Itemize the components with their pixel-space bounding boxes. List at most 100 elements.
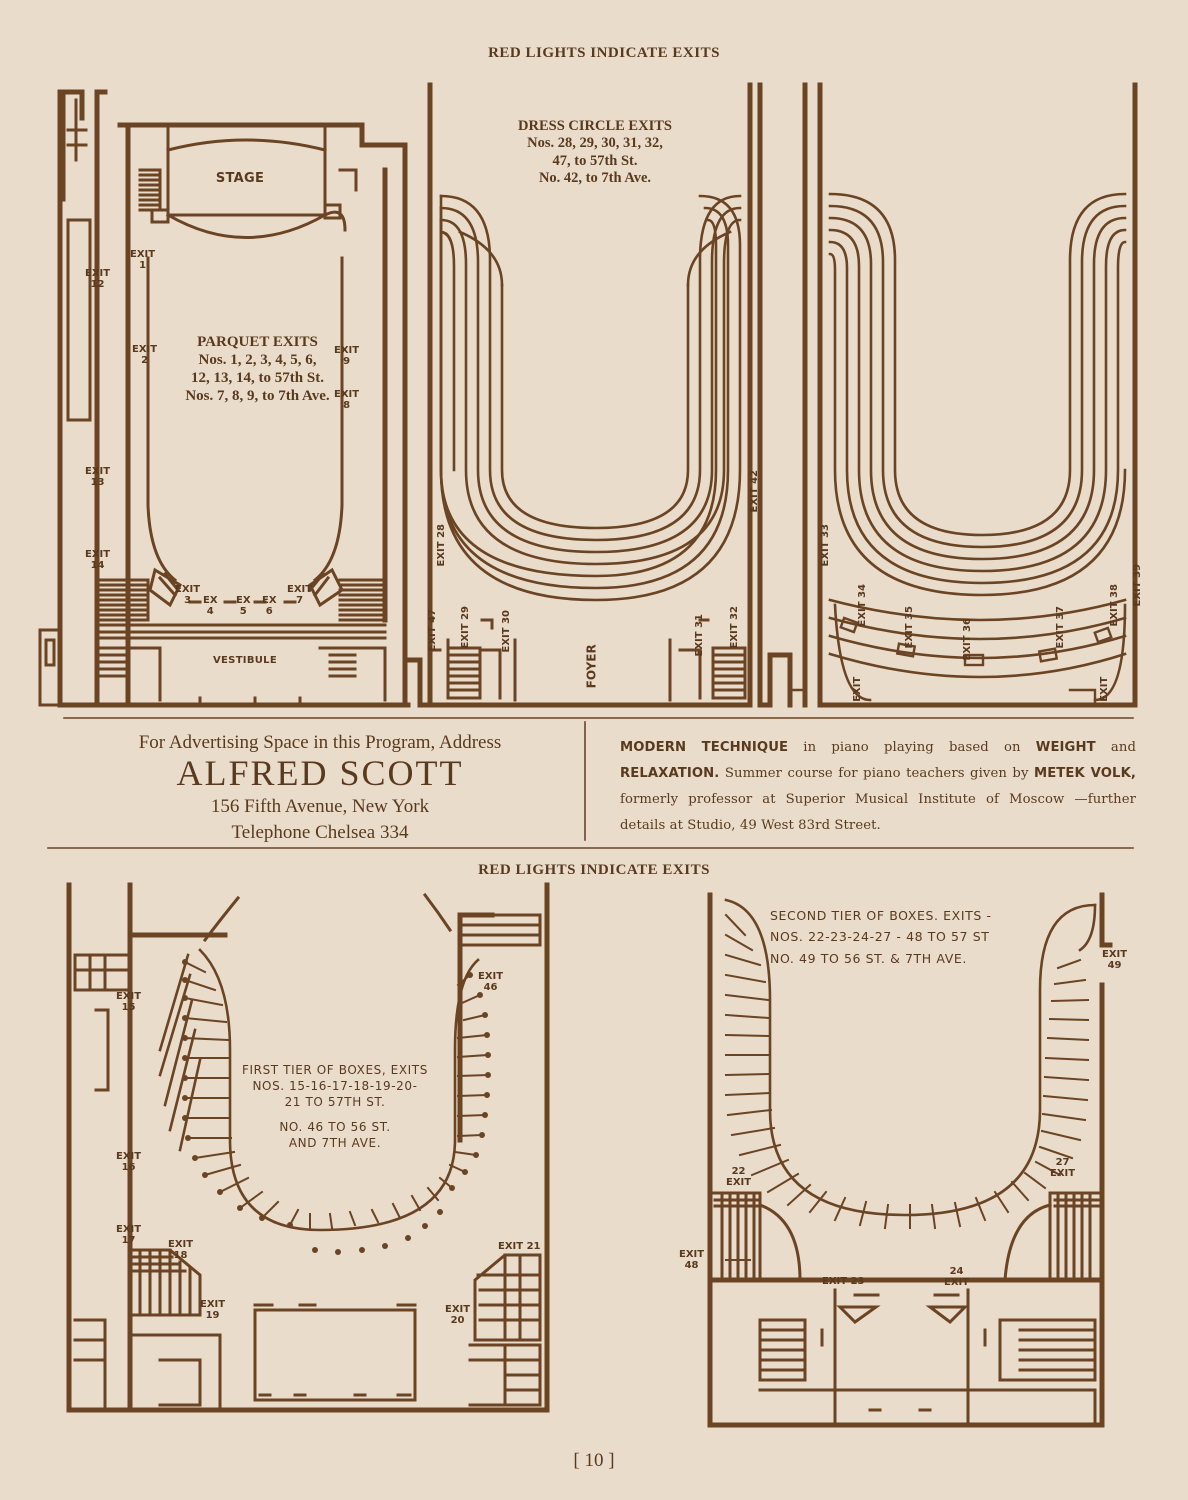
exit-32-label: EXIT 32 [728, 606, 740, 649]
first-tier-line5: AND 7TH AVE. [288, 1135, 382, 1150]
dress-circle-exits-line2: 47, to 57th St. [552, 152, 638, 169]
parquet-exits-line3: Nos. 7, 8, 9, to 7th Ave. [185, 388, 330, 404]
exit-48-label: EXIT 48 [679, 1249, 705, 1271]
exit-28-label: EXIT 28 [435, 524, 447, 567]
exit-6-label: EX 6 [262, 595, 277, 617]
advert-right-text1: in piano playing based on [788, 740, 1036, 755]
second-tier-exits-text: SECOND TIER OF BOXES. EXITS - NOS. 22-23… [770, 905, 1040, 969]
exit-16-label: EXIT 16 [116, 1151, 142, 1173]
exit-29-label: EXIT 29 [459, 606, 471, 649]
page-number: [ 10 ] [573, 1450, 615, 1471]
exit-18-label: EXIT 18 [168, 1239, 194, 1261]
exit-14-label: EXIT 14 [85, 549, 111, 571]
exit-5-label: EX 5 [236, 595, 251, 617]
first-tier-box-dots [182, 959, 491, 1255]
exit-34-label: EXIT 34 [856, 584, 868, 627]
advert-metek-volk: MODERN TECHNIQUE in piano playing based … [620, 735, 1136, 840]
exit-42-label: EXIT 42 [748, 470, 760, 513]
advert-right-text2: and [1095, 740, 1136, 755]
dress-circle-walls [405, 82, 773, 708]
exit-7-label: EXIT 7 [287, 584, 313, 606]
exit-49-label: EXIT 49 [1102, 949, 1128, 971]
exit-36-label: EXIT 36 [961, 618, 973, 661]
exit-4-label: EX 4 [203, 595, 218, 617]
exit-30-label: EXIT 30 [500, 610, 512, 653]
advert-left-telephone: Telephone Chelsea 334 [231, 822, 409, 844]
advert-right-text3: Summer course for piano teachers given b… [719, 766, 1034, 782]
exit-33-label: EXIT 33 [819, 524, 831, 567]
advert-right-bold4: METEK VOLK, [1033, 766, 1136, 782]
dress-circle-exits-line1: Nos. 28, 29, 30, 31, 32, [527, 135, 663, 152]
second-tier-box-ticks [724, 913, 1090, 1261]
first-tier-stairs [73, 1248, 542, 1412]
exit-39-label: EXIT 39 [1131, 564, 1143, 607]
vestibule-block [38, 578, 387, 707]
foyer-label: FOYER [584, 644, 599, 689]
advert-right-bold3: RELAXATION. [620, 766, 720, 782]
dress-circle-exits-text: DRESS CIRCLE EXITS Nos. 28, 29, 30, 31, … [480, 118, 710, 188]
stage-label: STAGE [215, 171, 265, 186]
parquet-exit-ticks [126, 268, 387, 562]
exit-13-label: EXIT 13 [85, 466, 111, 488]
exit-46-label: EXIT 46 [478, 971, 504, 993]
exit-21-label: EXIT 21 [498, 1241, 541, 1252]
exit-17-label: EXIT 17 [116, 1224, 142, 1246]
exit-2-label: EXIT 2 [132, 344, 158, 366]
advert-right-bold2: WEIGHT [1035, 740, 1096, 755]
first-tier-box-ticks [183, 960, 490, 1230]
exit-27-label: 27 EXIT [1050, 1157, 1076, 1179]
exit-3-label: EXIT 3 [175, 584, 201, 606]
dress-circle-stairs [428, 618, 747, 702]
exit-8-label: EXIT 8 [334, 389, 360, 411]
advert-left-address: 156 Fifth Avenue, New York [210, 795, 430, 817]
top-header: RED LIGHTS INDICATE EXITS [488, 45, 720, 61]
first-tier-exits-text: FIRST TIER OF BOXES, EXITS NOS. 15-16-17… [240, 1062, 430, 1151]
exit-35-label: EXIT 35 [903, 606, 915, 649]
exit-37-label: EXIT 37 [1054, 606, 1066, 649]
stage-shape [150, 126, 347, 239]
advert-right-text4: formerly professor at Superior Musical I… [620, 792, 1136, 834]
first-tier-horseshoe [158, 948, 480, 1232]
advert-right-bold1: MODERN TECHNIQUE [620, 740, 789, 755]
advert-left-name: ALFRED SCOTT [176, 753, 464, 793]
exit-15-label: EXIT 15 [116, 991, 142, 1013]
exit-12-label: EXIT 12 [85, 268, 111, 290]
exit-19-label: EXIT 19 [200, 1299, 226, 1321]
exit-31-label: EXIT 31 [693, 614, 705, 657]
balcony-rows [828, 192, 1127, 702]
exit-1-label: EXIT 1 [130, 249, 156, 271]
parquet-exits-text: PARQUET EXITS Nos. 1, 2, 3, 4, 5, 6, 12,… [130, 333, 385, 405]
exit-47-label: EXIT 47 [426, 609, 438, 652]
exit-38-label: EXIT 38 [1108, 584, 1120, 627]
second-tier-line1: SECOND TIER OF BOXES. EXITS - [770, 908, 992, 923]
parquet-plan-outline [57, 89, 411, 708]
advert-alfred-scott: For Advertising Space in this Program, A… [70, 732, 570, 847]
parquet-exits-line1: Nos. 1, 2, 3, 4, 5, 6, [198, 352, 317, 368]
exit-9-label: EXIT 9 [334, 345, 360, 367]
vestibule-label: VESTIBULE [213, 655, 277, 666]
bottom-header: RED LIGHTS INDICATE EXITS [478, 862, 710, 878]
exit-23-label: EXIT 23 [822, 1276, 865, 1287]
parquet-horseshoe [146, 256, 344, 608]
parquet-exits-line2: 12, 13, 14, to 57th St. [191, 370, 324, 386]
parquet-exits-title: PARQUET EXITS [197, 334, 318, 350]
balcony-boxes [788, 616, 1113, 707]
dress-circle-horseshoe [439, 194, 742, 566]
second-tier-stairs [708, 1191, 1104, 1427]
dividers [47, 717, 1134, 849]
dress-circle-exits-title: DRESS CIRCLE EXITS [518, 118, 672, 134]
exit-balcony-left-label: EXIT [851, 676, 863, 702]
exit-22-label: 22 EXIT [726, 1166, 752, 1188]
first-tier-line2: NOS. 15-16-17-18-19-20- [252, 1079, 418, 1094]
dress-circle-exits-line3: No. 42, to 7th Ave. [538, 170, 652, 187]
first-tier-line4: NO. 46 TO 56 ST. [279, 1119, 391, 1134]
second-tier-horseshoe [724, 898, 1097, 1217]
advert-left-line1: For Advertising Space in this Program, A… [138, 732, 502, 753]
exit-balcony-right-label: EXIT [1098, 676, 1110, 702]
balcony-walls [767, 82, 1138, 708]
second-tier-line3: NO. 49 TO 56 ST. & 7TH AVE. [770, 950, 967, 966]
exit-24-label: 24 EXIT [944, 1266, 970, 1288]
exit-20-label: EXIT 20 [445, 1304, 471, 1326]
